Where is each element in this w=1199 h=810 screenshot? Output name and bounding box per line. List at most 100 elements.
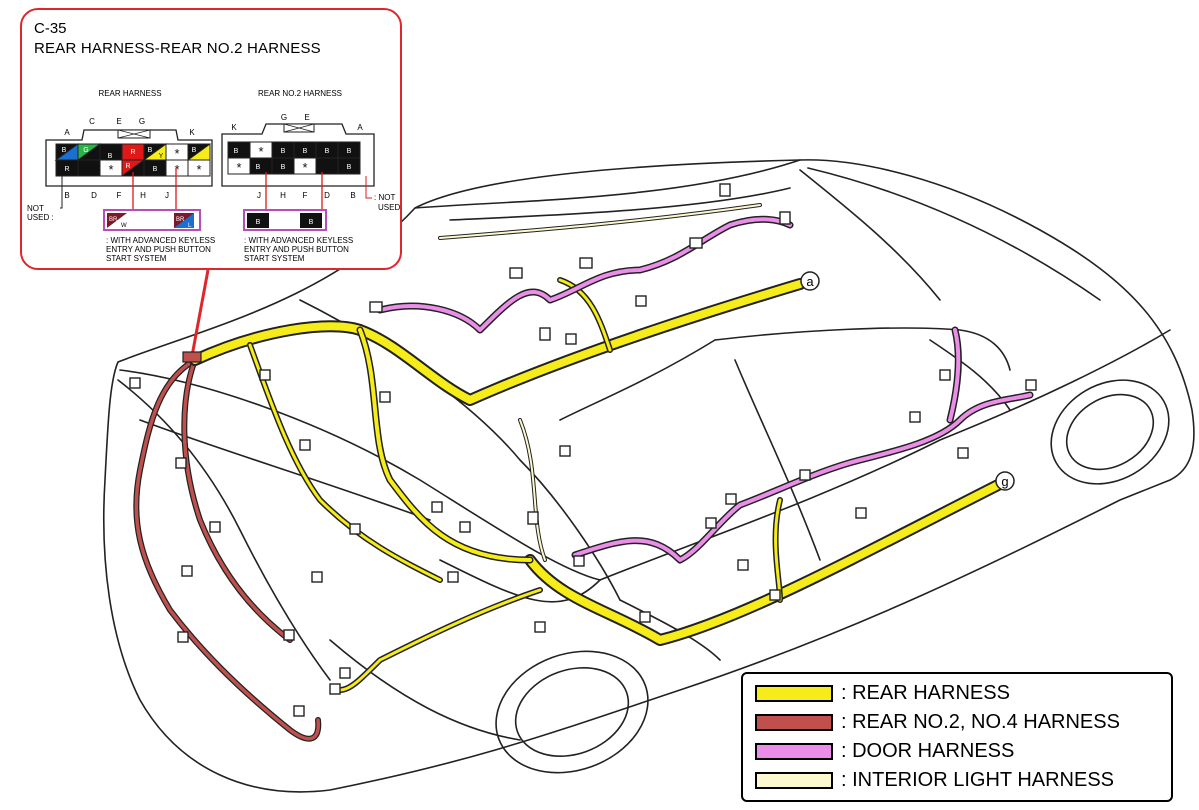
wire-connector (855, 507, 867, 519)
interior-light-harness-wire (518, 418, 547, 562)
left-option-note: START SYSTEM (106, 254, 167, 263)
wire-connector (957, 447, 969, 459)
right-option-wire-b (247, 213, 269, 228)
left-pin-letter: F (117, 191, 122, 200)
wire-connector (725, 493, 737, 505)
callout-leader-line (190, 269, 210, 357)
left-not-used: USED : (27, 213, 54, 222)
right-pin-letter: K (231, 123, 237, 132)
wire-connector (299, 439, 311, 451)
right-cell-label: B (256, 164, 261, 171)
right-pin-letter: D (324, 191, 330, 200)
right-option-note: START SYSTEM (244, 254, 305, 263)
legend-label: : DOOR HARNESS (841, 740, 1015, 762)
left-option-label: W (121, 223, 127, 229)
rear-harness-wire-main (191, 280, 804, 404)
right-option-label: B (256, 219, 261, 226)
wire-connector (311, 571, 323, 583)
right-cells-row2 (227, 157, 361, 175)
right-not-used: USED (378, 203, 400, 212)
wire-connector (799, 469, 811, 481)
wire-connector (339, 667, 351, 679)
wire-connector (369, 301, 383, 313)
left-not-used-bracket (60, 176, 63, 209)
legend-item-interior-light-harness: : INTERIOR LIGHT HARNESS (755, 769, 1165, 793)
left-stars: * * * * (108, 146, 201, 177)
door-harness-wire (948, 328, 961, 422)
wire-connector (639, 611, 651, 623)
rear-harness-wire-branch (247, 342, 443, 583)
connector-callout: C-35 REAR HARNESS-REAR NO.2 HARNESS REAR… (20, 8, 402, 270)
rear-harness-wire-branch (356, 326, 534, 564)
legend-item-rear-no2-no4-harness: : REAR NO.2, NO.4 HARNESS (755, 711, 1165, 735)
wire-connector (329, 683, 341, 695)
wire-connector (447, 571, 459, 583)
marker-a-label: a (806, 274, 814, 289)
right-cell-label: B (234, 148, 239, 155)
right-pin-letter: B (350, 191, 355, 200)
left-connector-name: REAR HARNESS (98, 89, 161, 98)
left-star: * (174, 146, 179, 161)
left-cell-label: R (130, 149, 135, 156)
legend-swatch-yellow (755, 685, 833, 702)
left-cell-label: B (148, 147, 153, 154)
left-star: * (174, 162, 179, 177)
rear-no2-harness-wire (134, 358, 320, 741)
right-cell-label: B (281, 148, 286, 155)
wire-connector (573, 555, 585, 567)
door-harness-wire (378, 217, 792, 332)
rear-harness-wire-branch (358, 328, 532, 562)
left-cell-label: Y (159, 153, 164, 160)
wire-connector (349, 523, 361, 535)
right-cells-row1 (227, 141, 361, 159)
wire-connector (719, 183, 731, 197)
rear-harness-wire-branch (558, 278, 612, 352)
legend-swatch-pink (755, 743, 833, 760)
wire-connector (579, 257, 593, 269)
left-pin-letter: C (89, 117, 95, 126)
wire-connector (177, 631, 189, 643)
left-cell-labels: B G R B B Y R B R B (62, 147, 197, 173)
connector-blocks (129, 183, 1037, 717)
wire-connector (259, 369, 271, 381)
interior-light-harness-wire (439, 204, 761, 239)
wire-connector (459, 521, 471, 533)
left-cell-label: B (62, 147, 67, 154)
wire-connector (559, 445, 571, 457)
connector-title: REAR HARNESS-REAR NO.2 HARNESS (34, 40, 321, 57)
marker-g: g (995, 471, 1015, 491)
wire-connector (181, 565, 193, 577)
legend-label: : REAR NO.2, NO.4 HARNESS (841, 711, 1120, 733)
right-cell-label: B (303, 148, 308, 155)
c35-location-marker (182, 351, 202, 363)
left-pin-letter: A (64, 128, 70, 137)
left-pin-letter: G (139, 117, 145, 126)
right-bottom-pin-letters: J H F D B (257, 191, 356, 200)
right-pin-letter: H (280, 191, 286, 200)
left-cell-label: R (64, 166, 69, 173)
wire-connector (689, 237, 703, 249)
rear-harness-wire-lower (524, 478, 1006, 646)
left-star: * (196, 162, 201, 177)
wire-connector (431, 501, 443, 513)
rear-harness-wire-branch (337, 587, 543, 693)
left-pin-letter: E (116, 117, 121, 126)
left-top-pin-letters: A C E G K (64, 117, 195, 137)
connector-code: C-35 (34, 20, 67, 37)
right-star: * (302, 160, 307, 175)
right-pin-letter: E (304, 113, 309, 122)
right-pin-letter: G (281, 113, 287, 122)
left-cell (187, 159, 211, 177)
interior-light-harness-wire (519, 419, 546, 561)
wire-connector (909, 411, 921, 423)
wire-connector (737, 559, 749, 571)
right-pin-letter: J (257, 191, 261, 200)
legend-swatch-cream (755, 772, 833, 789)
wire-connector (939, 369, 951, 381)
wire-connector (635, 295, 647, 307)
right-option-note: : WITH ADVANCED KEYLESS (244, 236, 353, 245)
wire-connector (293, 705, 305, 717)
wire-connector (509, 267, 523, 279)
left-pin-letter: D (91, 191, 97, 200)
right-cell (227, 141, 251, 159)
